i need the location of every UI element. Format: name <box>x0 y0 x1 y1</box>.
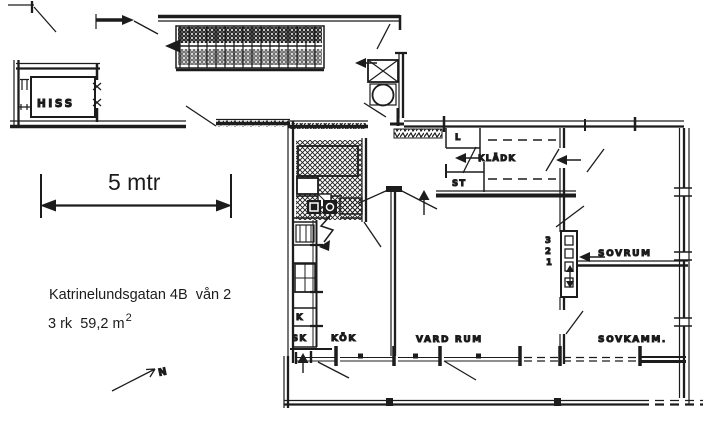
room-label-kok: KÖK <box>331 333 357 344</box>
entry-wc <box>355 51 443 139</box>
room-label-st: ST <box>452 179 466 189</box>
wardrobe-number-2: 2 <box>545 247 552 257</box>
room-label-vardrum: VARD RUM <box>416 335 483 345</box>
address-line: Katrinelundsgatan 4B vån 2 <box>49 287 232 303</box>
bathroom <box>293 138 382 251</box>
elevator: HISS <box>13 60 102 126</box>
apartment-walls <box>287 116 692 404</box>
room-label-sovrum: SOVRUM <box>598 249 652 259</box>
scale-label: 5 mtr <box>108 169 161 195</box>
wardrobe-number-3: 3 <box>545 236 552 246</box>
room-label-hiss: HISS <box>37 98 75 110</box>
north-arrow: N <box>111 366 168 392</box>
north-label: N <box>157 366 167 379</box>
small-bedroom: SOVKAMM. <box>559 297 667 364</box>
area-text: 3 rk 59,2 m <box>48 315 125 332</box>
room-label-fridge: K <box>296 313 304 323</box>
area-line: 3 rk 59,2 m2 <box>48 312 132 333</box>
closet-room: L KLÄDK ST <box>436 128 581 198</box>
wardrobe-number-1: 1 <box>546 258 553 268</box>
scale-bar <box>40 174 232 218</box>
room-label-sovkamm: SOVKAMM. <box>598 335 667 345</box>
room-label-kladk: KLÄDK <box>478 153 516 164</box>
room-label-sink-cabinet: SK <box>292 334 307 344</box>
living-room: VARD RUM <box>416 335 483 346</box>
staircase <box>158 14 402 72</box>
room-label-linen: L <box>455 133 462 143</box>
balcony <box>283 346 703 408</box>
area-exponent: 2 <box>125 312 132 324</box>
bedroom: SOVRUM 3 2 1 <box>545 148 688 298</box>
kitchen: K SK KÖK <box>290 220 357 373</box>
hall <box>358 186 438 356</box>
